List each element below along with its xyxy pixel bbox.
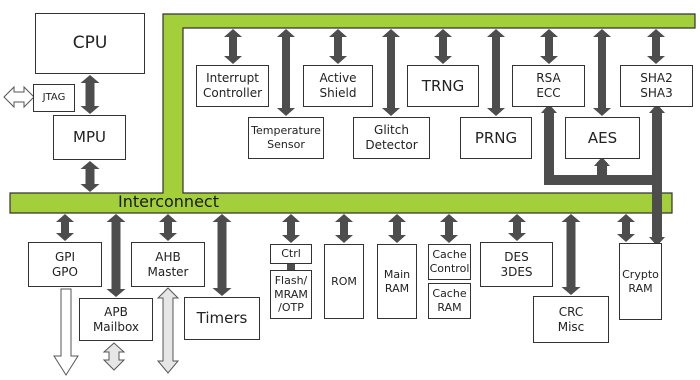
prng-block: PRNG [460,117,532,159]
trng-block: TRNG [407,65,479,107]
ahb-master-block: AHB Master [131,242,205,287]
apb-mailbox-block: APB Mailbox [79,298,153,341]
ahb-bidir-hollow-arrow [156,287,180,374]
rom-arrow [335,214,353,243]
trng-arrow [434,29,452,64]
crc-misc-block: CRC Misc [533,296,609,343]
cpu-mpu-arrow [80,75,100,114]
sha-block: SHA2 SHA3 [620,65,693,107]
crypto-ram-arrow [617,214,635,242]
temperature-sensor-block: Temperature Sensor [248,117,324,159]
aes-block: AES [565,117,640,159]
arrow-layer [56,29,665,297]
timers-block: Timers [184,297,260,340]
timers-arrow [212,214,232,296]
mpu-block: MPU [53,115,126,160]
mpu-interconnect-arrow [80,161,100,192]
main-ram-arrow [388,214,406,243]
jtag-hollow-arrow [3,85,35,109]
rsa-ecc-arrow [540,29,558,64]
interrupt-controller-block: Interrupt Controller [196,65,269,107]
rom-block: ROM [324,244,364,319]
main-ram-block: Main RAM [377,244,417,319]
flash-mram-otp-block: Flash/ MRAM /OTP [270,270,312,319]
gpi-gpo-arrow [56,214,74,241]
apb-mailbox-hollow-arrow [102,342,126,371]
sha-arrow [647,29,665,64]
ctrl-block: Ctrl [270,244,312,264]
crypto-bus [541,104,665,246]
interconnect-label: Interconnect [118,192,219,211]
hollow-arrows [3,85,180,376]
interconnect-bus [9,13,696,214]
crc-arrow [561,214,581,295]
jtag-block: JTAG [33,84,75,112]
crypto-ram-block: Crypto RAM [619,243,662,320]
glitch-detector-block: Glitch Detector [353,117,430,159]
temperature-sensor-arrow [277,29,295,116]
des-arrow [508,214,526,241]
aes-arrow [593,29,611,116]
interrupt-controller-arrow [224,29,242,64]
flash-arrow [282,214,300,243]
gpo-output-arrow [53,288,79,376]
active-shield-block: Active Shield [303,65,373,107]
cache-ram-block: Cache RAM [428,283,471,319]
prng-arrow [487,29,505,116]
cache-control-block: Cache Control [428,244,471,280]
active-shield-arrow [329,29,347,64]
apb-mailbox-arrow [106,214,126,297]
cache-arrow [440,214,458,243]
cpu-block: CPU [35,13,145,74]
rsa-ecc-block: RSA ECC [512,65,585,107]
glitch-detector-arrow [382,29,400,116]
ctrl-flash-link [287,264,295,270]
ahb-master-arrow [159,214,177,241]
gpi-gpo-block: GPI GPO [28,242,102,287]
des-3des-block: DES 3DES [480,242,553,287]
